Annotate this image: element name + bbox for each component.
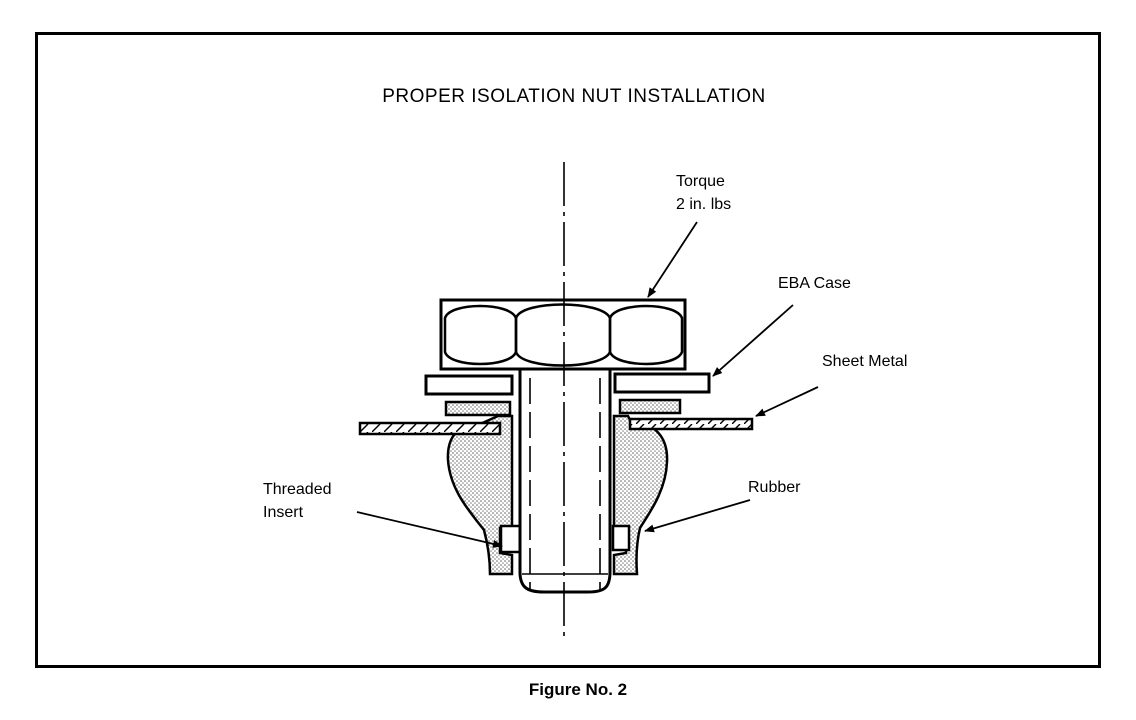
rubber-flange-right	[618, 398, 682, 415]
bolt-shank	[518, 370, 612, 594]
eba-case-right	[613, 372, 711, 394]
sheet-metal-left	[358, 421, 502, 436]
figure-frame	[35, 32, 1101, 668]
torque-label-line2: 2 in. lbs	[676, 196, 732, 213]
eba-case-label: EBA Case	[778, 275, 851, 292]
torque-label: Torque 2 in. lbs	[676, 170, 731, 216]
hex-nut-face-right	[608, 304, 684, 366]
sheet-metal-right	[628, 417, 754, 431]
torque-label-line1: Torque	[676, 173, 725, 190]
threaded-insert-label-line2: Insert	[263, 504, 304, 521]
figure-title: PROPER ISOLATION NUT INSTALLATION	[382, 86, 766, 107]
sheet-metal-leader	[755, 386, 819, 417]
eba-case-leader	[712, 304, 794, 377]
figure-caption: Figure No. 2	[528, 680, 628, 699]
rubber-flange-left	[444, 400, 512, 417]
threaded-insert-label-line1: Threaded	[263, 481, 332, 498]
rubber-isolator-left	[446, 414, 514, 576]
torque-leader	[647, 221, 698, 298]
threaded-insert-left	[499, 524, 523, 554]
threaded-insert-leader	[356, 511, 503, 548]
threaded-insert-label: Threaded Insert	[263, 478, 332, 524]
rubber-label: Rubber	[748, 479, 801, 496]
rubber-leader	[644, 499, 751, 533]
sheet-metal-label: Sheet Metal	[822, 353, 908, 370]
threaded-insert-right	[611, 524, 631, 552]
hex-nut	[439, 298, 687, 371]
eba-case-left	[424, 374, 514, 396]
